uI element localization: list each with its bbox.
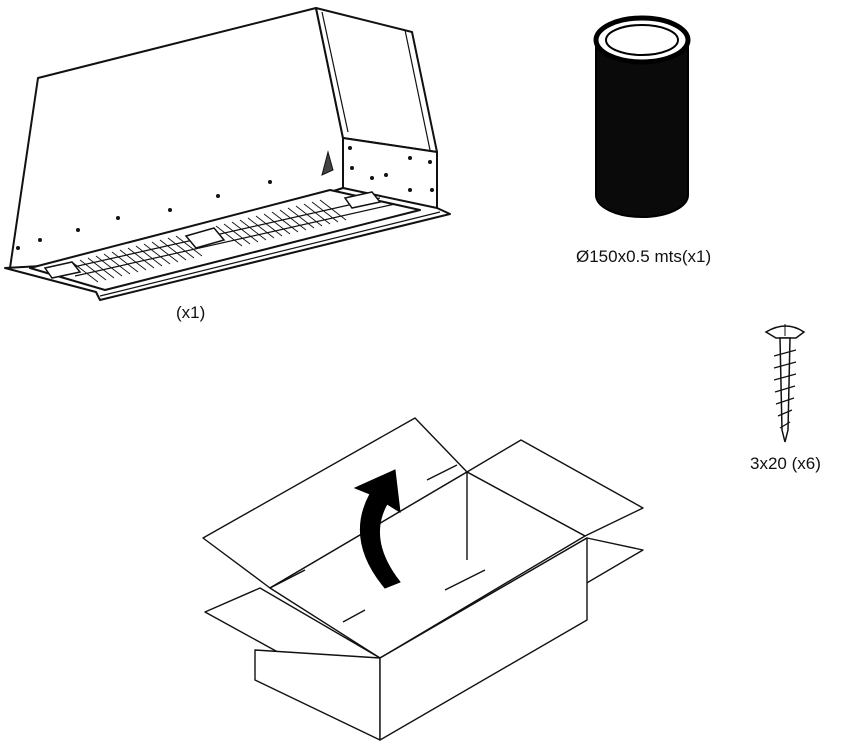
screw-label: 3x20 (x6) — [750, 454, 821, 473]
cooker-hood-label: (x1) — [176, 303, 206, 322]
cooker-hood-figure — [4, 7, 451, 301]
open-arrow-icon — [353, 469, 401, 589]
flexible-duct-figure — [593, 15, 691, 218]
filter-slats — [71, 199, 347, 283]
packaging-box-figure — [202, 417, 644, 741]
flexible-duct-label: Ø150x0.5 mts(x1) — [576, 247, 712, 266]
screw-figure — [764, 324, 806, 443]
